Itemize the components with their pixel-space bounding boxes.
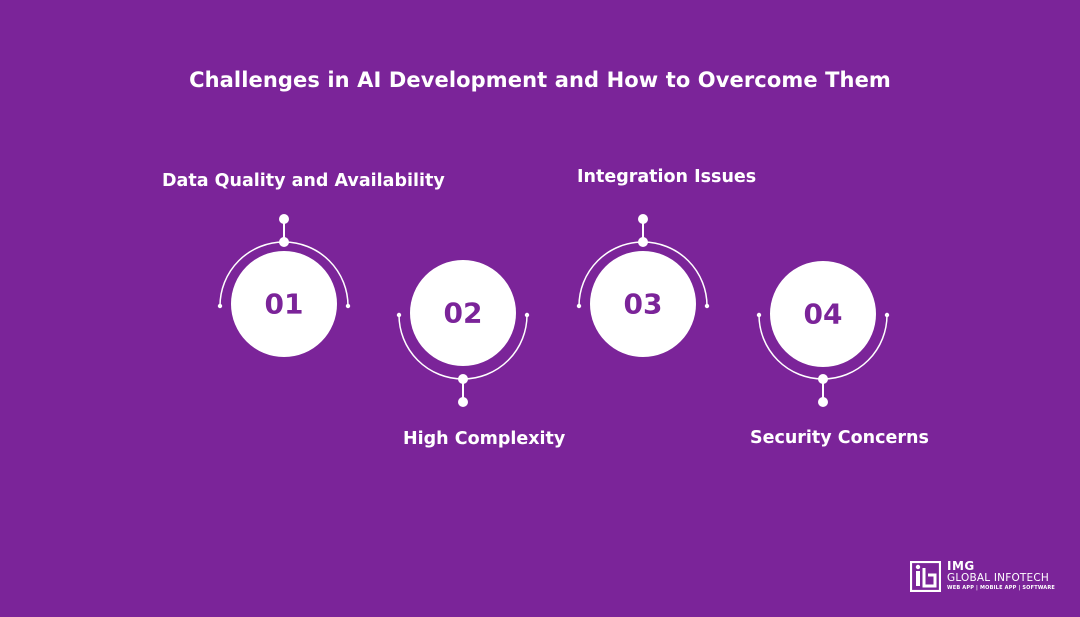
arc-end-dot: [524, 312, 530, 318]
step-circle: [410, 260, 516, 366]
item-label-security-concerns: Security Concerns: [750, 428, 929, 448]
arc-end-dot: [396, 312, 402, 318]
connector-dot: [279, 237, 289, 247]
connector-dot: [818, 397, 828, 407]
step-node-01: 01: [217, 214, 351, 357]
step-node-02: 02: [396, 260, 530, 407]
arc-end-dot: [576, 303, 582, 309]
step-circle: [231, 251, 337, 357]
logo-name: GLOBAL INFOTECH: [947, 572, 1049, 584]
arc-end-dot: [217, 303, 223, 309]
step-number: 04: [804, 298, 843, 331]
step-node-03: 03: [576, 214, 710, 357]
step-circle: [590, 251, 696, 357]
arc-end-dot: [704, 303, 710, 309]
connector-dot: [818, 374, 828, 384]
company-logo: IMG GLOBAL INFOTECH WEB APP | MOBILE APP…: [910, 559, 1055, 596]
arc-end-dot: [884, 312, 890, 318]
logo-tagline: WEB APP | MOBILE APP | SOFTWARE: [947, 585, 1056, 591]
arc-end-dot: [345, 303, 351, 309]
item-label-integration-issues: Integration Issues: [577, 167, 757, 187]
item-label-high-complexity: High Complexity: [403, 429, 566, 449]
logo-mark-icon: [910, 561, 941, 592]
connector-dot: [638, 237, 648, 247]
step-number: 01: [265, 288, 304, 321]
page-title: Challenges in AI Development and How to …: [189, 68, 891, 92]
step-circle: [770, 261, 876, 367]
step-number: 02: [444, 297, 483, 330]
item-label-data-quality: Data Quality and Availability: [162, 171, 445, 191]
connector-dot: [279, 214, 289, 224]
step-number: 03: [624, 288, 663, 321]
arc-end-dot: [756, 312, 762, 318]
connector-dot: [638, 214, 648, 224]
connector-dot: [458, 397, 468, 407]
connector-dot: [458, 374, 468, 384]
step-node-04: 04: [756, 261, 890, 407]
logo-brand: IMG: [947, 559, 975, 573]
